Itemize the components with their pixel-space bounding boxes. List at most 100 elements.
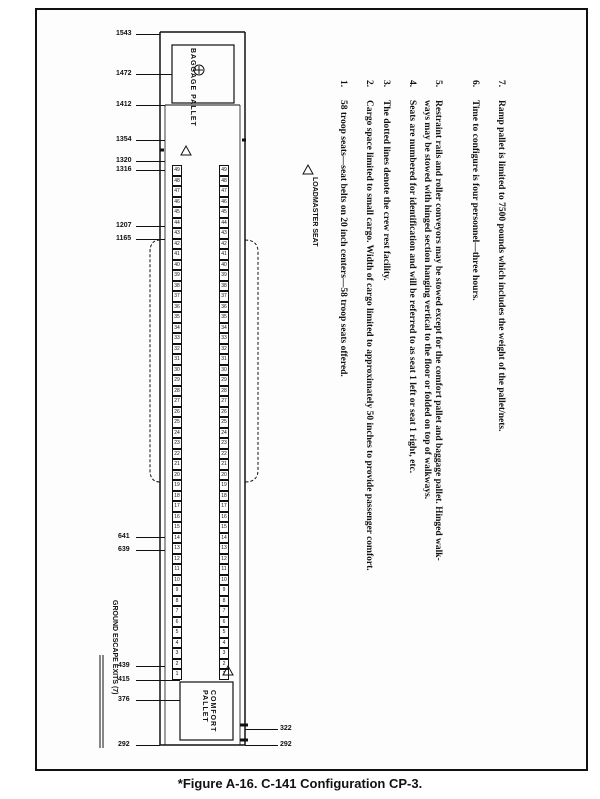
station-tick [245,745,278,746]
station-tick [136,537,165,538]
seat-left-4: 4 [172,637,182,648]
note-text: ways may be stowed with hinged section h… [422,100,432,500]
seat-left-14: 14 [172,532,182,543]
seat-right-12: 12 [219,553,229,564]
seat-right-27: 27 [219,396,229,407]
seat-left-11: 11 [172,564,182,575]
seat-right-15: 15 [219,522,229,533]
station-tick [136,140,165,141]
seat-right-17: 17 [219,501,229,512]
seat-left-42: 42 [172,238,182,249]
note-number: 7. [496,80,506,88]
station-641: 641 [118,533,130,540]
seat-right-28: 28 [219,385,229,396]
note-text: Ramp pallet is limited to 7500 pounds wh… [496,100,506,432]
seat-right-35: 35 [219,312,229,323]
seat-right-24: 24 [219,427,229,438]
note-6: 6. Time to configure is four personnel—th… [469,80,480,301]
seat-right-38: 38 [219,280,229,291]
station-639: 639 [118,546,130,553]
note-text: Seats are numbered for identification an… [407,100,417,474]
seat-right-18: 18 [219,490,229,501]
seat-left-18: 18 [172,490,182,501]
seat-left-17: 17 [172,501,182,512]
seat-left-12: 12 [172,553,182,564]
seat-left-1: 1 [172,669,182,680]
seat-left-2: 2 [172,658,182,669]
note-4: 4. Seats are numbered for identification … [406,80,417,473]
station-tick [136,239,165,240]
seat-right-39: 39 [219,270,229,281]
seat-left-8: 8 [172,595,182,606]
station-tick [245,729,278,730]
seat-left-9: 9 [172,585,182,596]
seat-right-46: 46 [219,196,229,207]
seat-left-13: 13 [172,543,182,554]
seat-left-25: 25 [172,417,182,428]
seat-right-33: 33 [219,333,229,344]
note-text: Time to configure is four personnel—thre… [470,100,480,301]
baggage-pallet-label: BAGGAGE PALLET [189,48,196,127]
seat-left-5: 5 [172,627,182,638]
seat-right-11: 11 [219,564,229,575]
seat-left-38: 38 [172,280,182,291]
seat-right-7: 7 [219,606,229,617]
note-3: 3. The dotted lines denote the crew rest … [380,80,391,281]
seat-right-5: 5 [219,627,229,638]
note-number: 1. [338,80,348,88]
station-1543: 1543 [116,30,132,37]
note-number: 4. [407,80,417,88]
seat-right-41: 41 [219,249,229,260]
figure-caption: *Figure A-16. C-141 Configuration CP-3. [177,776,423,791]
station-tick [136,666,165,667]
seat-left-30: 30 [172,364,182,375]
seat-left-37: 37 [172,291,182,302]
seat-left-44: 44 [172,217,182,228]
note-number: 6. [470,80,480,88]
seat-right-13: 13 [219,543,229,554]
station-tick [136,170,165,171]
station-tick [136,105,165,106]
seat-left-19: 19 [172,480,182,491]
seat-right-26: 26 [219,406,229,417]
station-1354: 1354 [116,136,132,143]
seat-right-32: 32 [219,343,229,354]
seat-left-26: 26 [172,406,182,417]
seat-right-37: 37 [219,291,229,302]
seat-right-21: 21 [219,459,229,470]
seat-left-23: 23 [172,438,182,449]
seat-right-23: 23 [219,438,229,449]
note-2: 2.Cargo space limited to small cargo. Wi… [363,80,374,571]
seat-left-29: 29 [172,375,182,386]
note-text: Restraint rails and roller conveyors may… [433,100,443,561]
seat-left-49: 49 [172,165,182,176]
seat-left-46: 46 [172,196,182,207]
seat-right-40: 40 [219,259,229,270]
seat-left-35: 35 [172,312,182,323]
note-number: 3. [381,80,391,88]
station-tick [136,161,165,162]
note-text: Cargo space limited to small cargo. Widt… [364,100,374,571]
seat-left-48: 48 [172,175,182,186]
seat-right-22: 22 [219,448,229,459]
seat-right-48: 48 [219,175,229,186]
seat-right-16: 16 [219,511,229,522]
seat-left-31: 31 [172,354,182,365]
seat-right-20: 20 [219,469,229,480]
station-1472: 1472 [116,70,132,77]
station-tick [136,226,165,227]
note-text: The dotted lines denote the crew rest fa… [381,100,391,281]
seat-left-10: 10 [172,574,182,585]
note-number: 5. [433,80,443,88]
seat-left-34: 34 [172,322,182,333]
seat-left-22: 22 [172,448,182,459]
station-tick [136,74,172,75]
seat-left-3: 3 [172,648,182,659]
station-tick [136,745,160,746]
station-tick [136,680,180,681]
seat-left-15: 15 [172,522,182,533]
seat-right-43: 43 [219,228,229,239]
seat-left-39: 39 [172,270,182,281]
loadmaster-seat-legend: LOADMASTER SEAT [311,177,318,247]
station-292-left: 292 [118,741,130,748]
